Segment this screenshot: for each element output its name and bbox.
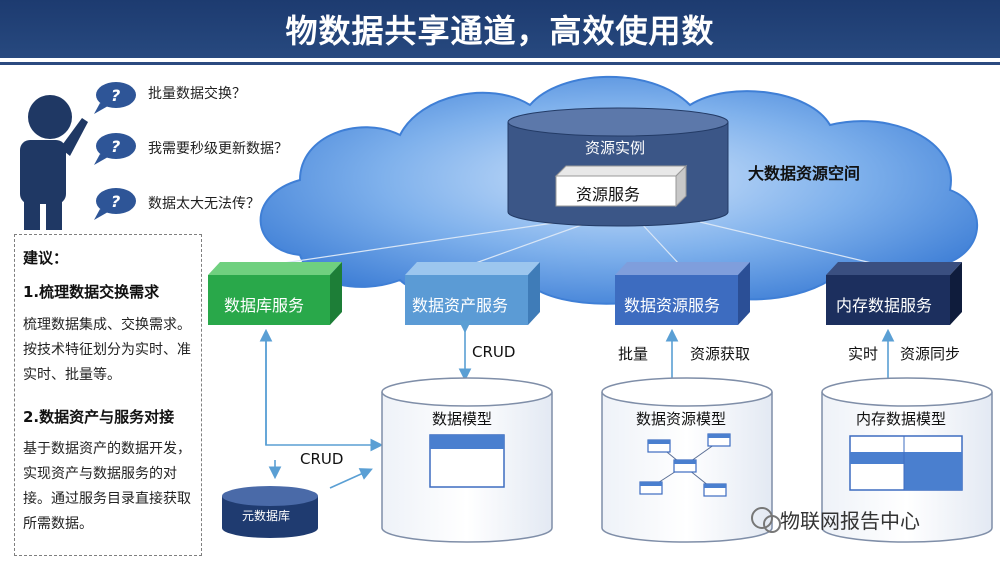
meta-db-store [222,486,318,538]
svg-text:?: ? [111,192,120,211]
instance-links [269,221,881,266]
data-model-store [381,377,553,543]
question-second-update: 我需要秒级更新数据？ [148,141,288,157]
service-box-database[interactable] [208,262,342,325]
memory-model-store [821,377,993,543]
service-arrows [259,320,895,489]
cloud-label: 大数据资源空间 [748,164,861,183]
service-box-data-resource[interactable] [615,262,750,325]
advice-point2-body: 基于数据资产的数据开发，实现资产与数据服务的对接。通过服务目录直接获取所需数据。 [23,441,191,532]
crud-top-label: CRUD [472,343,516,361]
memory-model-label: 内存数据模型 [856,410,947,428]
advice-point1-title: 1.梳理数据交换需求 [23,283,160,301]
advice-point1-body: 梳理数据集成、交换需求。按技术特征划分为实时、准实时、批量等。 [23,317,191,383]
bubble-icon: ? [94,82,136,114]
resource-model-label: 数据资源模型 [636,410,727,428]
page-title: 物数据共享通道，高效使用数 [285,12,715,50]
crud-bottom-label: CRUD [300,450,344,468]
service-data-asset-label[interactable]: 数据资产服务 [412,296,509,315]
advice-heading: 建议： [23,249,69,267]
svg-text:?: ? [111,137,120,156]
batch-label: 批量 [618,345,649,363]
instance-label: 资源实例 [585,139,646,157]
service-database-label[interactable]: 数据库服务 [224,296,305,315]
title-banner [0,0,1000,58]
data-model-label: 数据模型 [432,410,493,428]
realtime-label: 实时 [848,345,879,363]
service-label: 资源服务 [576,185,641,204]
watermark-text: 物联网报告中心 [780,509,920,533]
question-bubbles: ? ? ? [94,82,136,220]
title-divider [0,62,1000,65]
bubble-icon: ? [94,133,136,165]
advice-panel: 建议： 1.梳理数据交换需求 梳理数据集成、交换需求。按技术特征划分为实时、准实… [14,234,202,556]
service-box-memory[interactable] [826,262,962,325]
bubble-icon: ? [94,188,136,220]
question-data-too-large: 数据太大无法传？ [148,196,260,212]
svg-text:?: ? [111,86,120,105]
question-batch-exchange: 批量数据交换？ [148,86,246,102]
wechat-icon [751,507,781,533]
resource-sync-label: 资源同步 [900,345,961,363]
service-data-resource-label[interactable]: 数据资源服务 [624,296,721,315]
meta-db-label: 元数据库 [242,509,291,523]
service-memory-label[interactable]: 内存数据服务 [836,296,933,315]
resource-service-box [554,164,688,208]
advice-point2-title: 2.数据资产与服务对接 [23,408,175,426]
service-box-data-asset[interactable] [405,262,540,325]
resource-get-label: 资源获取 [690,345,751,363]
resource-model-store [601,377,773,543]
person-figure [20,95,88,230]
